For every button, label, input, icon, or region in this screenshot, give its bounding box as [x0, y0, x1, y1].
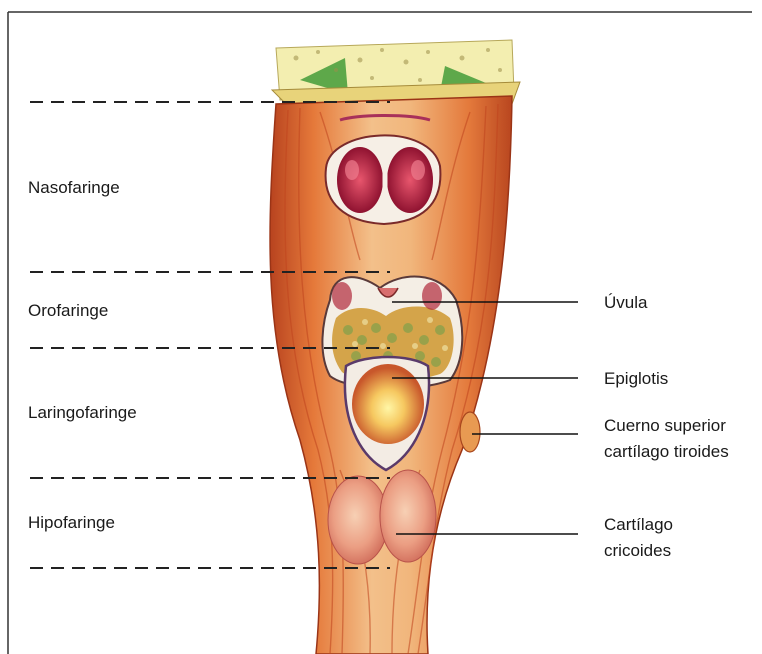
label-uvula: Úvula [604, 293, 648, 312]
label-epiglotis: Epiglotis [604, 369, 668, 388]
label-orofaringe: Orofaringe [28, 301, 108, 320]
label-nasofaringe: Nasofaringe [28, 178, 120, 197]
thyroid-horn [460, 412, 480, 452]
label-cricoides-line1: Cartílago [604, 515, 673, 534]
label-hipofaringe: Hipofaringe [28, 513, 115, 532]
label-laringofaringe: Laringofaringe [28, 403, 137, 422]
label-cricoides-line2: cricoides [604, 541, 671, 560]
label-cuerno-line1: Cuerno superior [604, 416, 726, 435]
label-cuerno-line2: cartílago tiroides [604, 442, 729, 461]
